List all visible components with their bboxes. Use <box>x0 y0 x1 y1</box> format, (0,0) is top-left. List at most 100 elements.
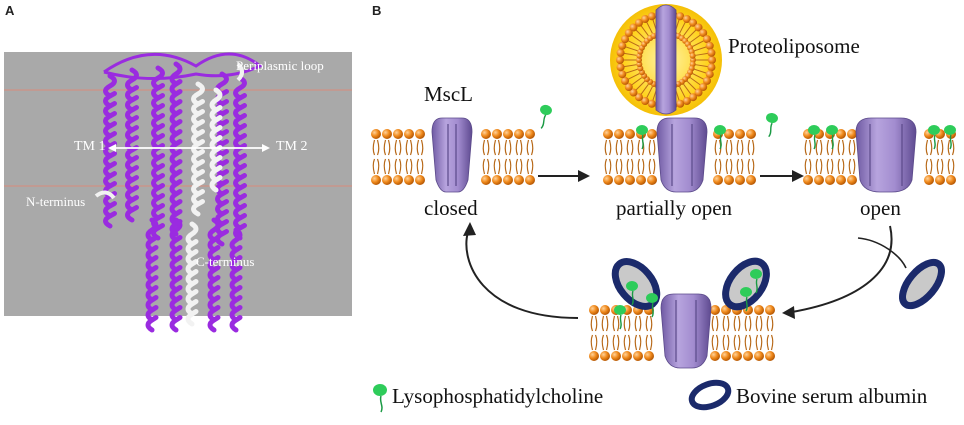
lipid-head <box>404 175 414 185</box>
lipid-head <box>492 129 502 139</box>
partially-open-label: partially open <box>616 196 733 220</box>
lpc-tail <box>933 134 936 150</box>
bsa-entry-line <box>857 237 907 269</box>
closed-label: closed <box>424 196 478 220</box>
lipid-tail <box>372 139 376 156</box>
liposome-head <box>707 48 716 57</box>
helix-segment <box>207 217 221 333</box>
bsa-ring <box>899 258 945 310</box>
lipid-tail <box>770 334 774 351</box>
lipid-tail <box>648 158 652 175</box>
lipid-tail <box>726 315 730 332</box>
proteoliposome-icon <box>610 4 722 116</box>
lipid-tail <box>652 139 656 156</box>
lipid-head <box>382 175 392 185</box>
lipid-tail <box>729 158 733 175</box>
lipid-tail <box>612 315 616 332</box>
lipid-tail <box>608 158 612 175</box>
liposome-head <box>702 76 711 85</box>
helix-segment <box>185 221 199 327</box>
liposome-head <box>694 23 703 32</box>
c-terminus-label: C-terminus <box>196 254 255 269</box>
liposome-head <box>699 83 708 92</box>
lipid-head <box>415 129 425 139</box>
lipid-tail <box>848 139 852 156</box>
lipid-head <box>814 175 824 185</box>
lipid-tail <box>722 334 726 351</box>
liposome-head <box>689 18 698 27</box>
liposome-tail <box>692 39 706 47</box>
lipid-tail <box>936 139 940 156</box>
liposome-head <box>621 35 630 44</box>
lipid-head <box>765 351 775 361</box>
lipid-tail <box>376 139 380 156</box>
liposome-tail <box>695 52 710 56</box>
lpc-molecule <box>636 125 648 150</box>
liposome-tail <box>679 86 687 100</box>
lipid-tail <box>826 139 830 156</box>
helix-segment <box>233 75 247 241</box>
liposome-head <box>647 12 656 21</box>
liposome-tail <box>634 80 646 92</box>
liposome-tail <box>639 83 649 96</box>
lipid-head <box>754 305 764 315</box>
helix-segment <box>191 81 205 217</box>
lipid-tail <box>715 315 719 332</box>
lpc-head <box>928 125 940 135</box>
liposome-tail <box>683 83 693 96</box>
membrane-open-state <box>803 117 956 193</box>
lipid-head <box>525 129 535 139</box>
lipid-tail <box>648 139 652 156</box>
bsa-ring-inner <box>902 262 942 306</box>
lpc-tail <box>619 314 622 330</box>
lipid-head <box>847 129 857 139</box>
mscl-label: MscL <box>424 82 473 106</box>
lipid-head <box>633 351 643 361</box>
lipid-tail <box>925 139 929 156</box>
arrow-recovery-to-closed <box>463 222 579 319</box>
liposome-head <box>682 96 691 105</box>
lipid-tail <box>755 315 759 332</box>
lipid-tail <box>482 139 486 156</box>
lipid-tail <box>515 139 519 156</box>
lipid-tail <box>645 334 649 351</box>
lipid-tail <box>387 139 391 156</box>
lipid-tail <box>819 139 823 156</box>
lipid-tail <box>652 158 656 175</box>
lipid-tail <box>940 139 944 156</box>
n-terminus-label: N-terminus <box>26 194 86 209</box>
lipid-tail <box>748 315 752 332</box>
lipid-tail <box>405 139 409 156</box>
lipid-tail <box>748 334 752 351</box>
lipid-tail <box>826 158 830 175</box>
liposome-head <box>629 23 638 32</box>
liposome-tail <box>689 33 702 43</box>
loop-tail <box>236 62 244 82</box>
free-lpc-molecules <box>540 104 778 138</box>
lipid-tail <box>947 139 951 156</box>
lipid-tail <box>645 315 649 332</box>
liposome-tail <box>645 86 653 100</box>
liposome-head <box>634 18 643 27</box>
open-label: open <box>860 196 901 220</box>
lpc-molecule <box>614 305 626 330</box>
lipid-head <box>803 175 813 185</box>
lpc-molecule <box>928 125 940 150</box>
liposome-tail <box>694 45 709 52</box>
lipid-tail <box>929 158 933 175</box>
lipid-head <box>600 351 610 361</box>
liposome-head <box>676 99 685 108</box>
lipid-tail <box>497 158 501 175</box>
lipid-head <box>514 129 524 139</box>
lipid-tail <box>711 315 715 332</box>
liposome-head <box>629 88 638 97</box>
mscl-channel <box>656 117 708 193</box>
lpc-tail <box>631 290 634 306</box>
lpc-molecule <box>626 281 638 306</box>
lpc-molecule <box>750 269 762 294</box>
lpc-molecule <box>766 112 778 138</box>
lipid-head <box>393 129 403 139</box>
mscl-channel <box>855 117 917 193</box>
lipid-head <box>589 351 599 361</box>
lipid-tail <box>627 315 631 332</box>
